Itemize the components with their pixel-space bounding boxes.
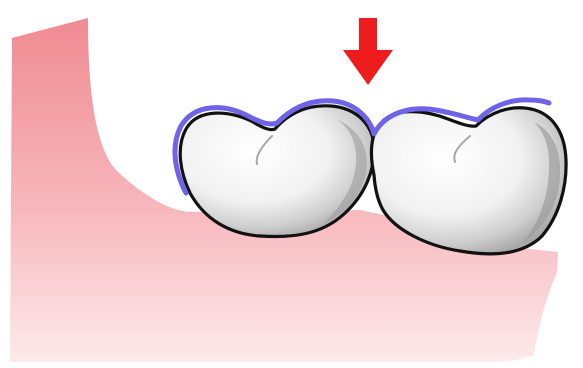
arrow-shaft xyxy=(359,18,377,52)
arrow-head xyxy=(343,50,393,85)
pressure-arrow xyxy=(343,18,393,85)
